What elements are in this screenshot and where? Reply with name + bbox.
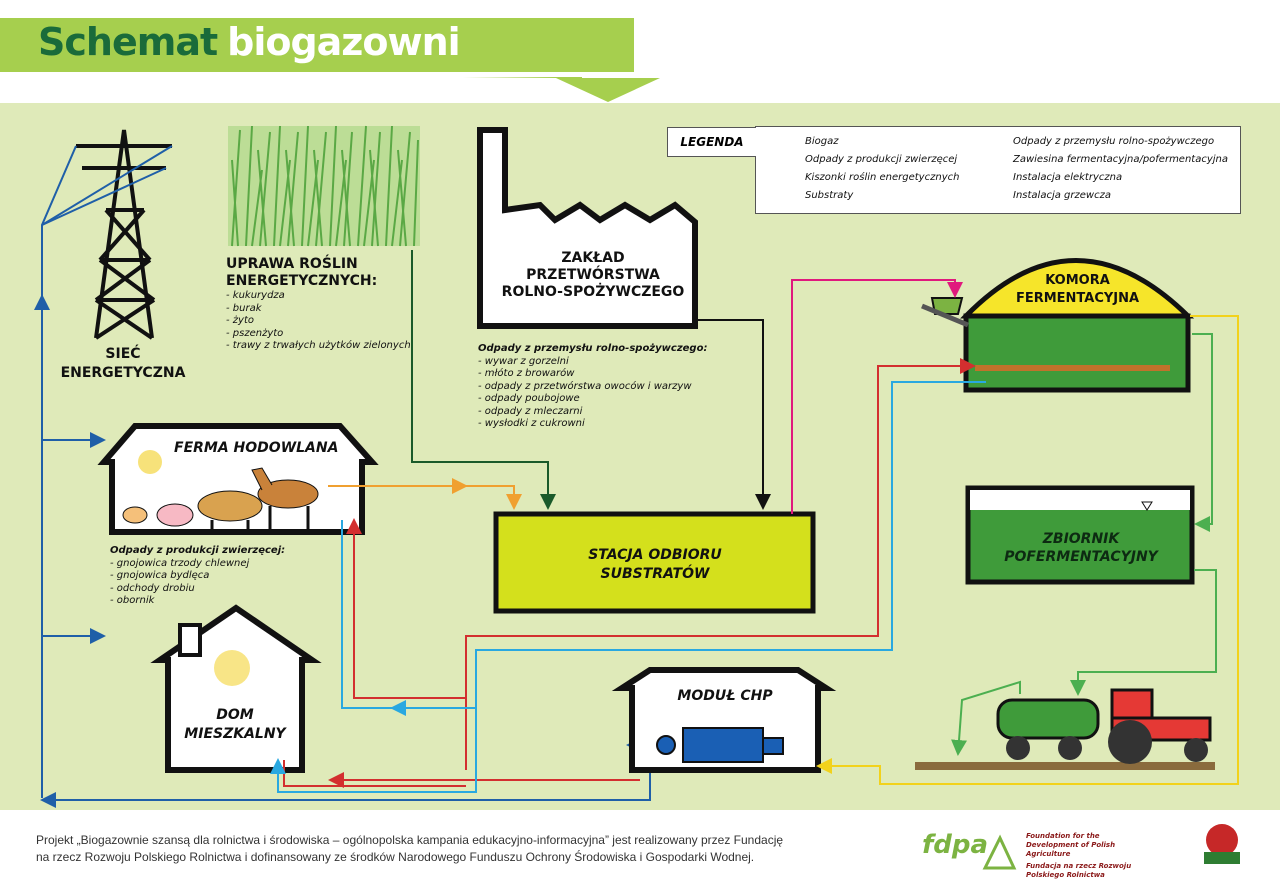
house-chimney [178, 623, 202, 657]
factory-label: ZAKŁAD PRZETWÓRSTWA ROLNO-SPOŻYWCZEGO [501, 250, 685, 300]
factory-waste-heading: Odpady z przemysłu rolno-spożywczego: [478, 343, 708, 354]
tank-headspace [970, 490, 1190, 510]
factory-waste-item: - wysłodki z cukrowni [478, 418, 585, 429]
crops-item: - trawy z trwałych użytków zielonych [226, 340, 411, 351]
title-bar [0, 18, 634, 72]
crops-item: - pszenżyto [226, 327, 284, 339]
tank-label: ZBIORNIK POFERMENTACYJNY [1004, 531, 1158, 565]
footer-line-2: na rzecz Rozwoju Polskiego Rolnictwa i d… [36, 850, 755, 864]
crops-list: - kukurydza - burak - żyto - pszenżyto -… [226, 290, 411, 353]
animal-waste-list: Odpady z produkcji zwierzęcej: - gnojowi… [110, 545, 285, 608]
legend-item: Biogaz [805, 136, 839, 147]
animal-waste-heading: Odpady z produkcji zwierzęcej: [110, 545, 286, 556]
legend-item: Odpady z produkcji zwierzęcej [805, 154, 958, 165]
power-pylon-icon [76, 129, 172, 340]
title-part1: Schemat [38, 20, 218, 64]
footer-text: Projekt „Biogazownie szansą dla rolnictw… [36, 832, 783, 866]
crops-item: - burak [226, 302, 262, 314]
title-part2: biogazowni [227, 20, 461, 64]
animal-waste-item: - obornik [110, 595, 155, 606]
factory-waste-item: - odpady z mleczarni [478, 405, 583, 417]
chp-label: MODUŁ CHP [677, 688, 773, 704]
crops-item: - kukurydza [226, 290, 285, 301]
legend-title: LEGENDA [667, 127, 756, 157]
fdpa-logo: fdpa [922, 830, 989, 860]
legend-item: Instalacja elektryczna [1013, 172, 1123, 183]
foundation-name-en: Foundation for the Development of Polish… [1026, 832, 1116, 858]
animal-waste-item: - gnojowica bydlęca [110, 570, 210, 581]
title-arrow [0, 18, 660, 102]
factory-waste-list: Odpady z przemysłu rolno-spożywczego: - … [478, 343, 707, 431]
feeder-icon [921, 297, 969, 328]
level-indicator-icon [1141, 501, 1153, 511]
factory-waste-item: - wywar z gorzelni [478, 355, 569, 367]
house-label: DOM MIESZKALNY [184, 707, 286, 742]
chp-engine-icon [656, 727, 784, 763]
crops-item: - żyto [226, 315, 254, 326]
chamber-label: KOMORA FERMENTACYJNA [1015, 273, 1140, 306]
legend-box [755, 126, 1241, 214]
legend-item: Instalacja grzewcza [1013, 190, 1111, 201]
crops-field-icon [228, 125, 420, 247]
factory-waste-item: - odpady poubojowe [478, 393, 580, 404]
legend-item: Substraty [805, 190, 854, 201]
animals-icon [122, 450, 319, 530]
fdpa-logo-icon [982, 834, 1017, 870]
chamber-tank [963, 313, 1191, 393]
chamber-heater [975, 365, 1170, 371]
grid-label: SIEĆ ENERGETYCZNA [60, 346, 186, 381]
crops-label: UPRAWA ROŚLIN ENERGETYCZNYCH: [226, 256, 378, 289]
station-label: STACJA ODBIORU SUBSTRATÓW [588, 547, 722, 582]
factory-waste-item: - odpady z przetwórstwa owoców i warzyw [478, 380, 692, 392]
farm-label: FERMA HODOWLANA [174, 440, 339, 456]
station-box [493, 511, 816, 614]
legend-item: Kiszonki roślin energetycznych [805, 172, 960, 183]
footer-line-1: Projekt „Biogazownie szansą dla rolnictw… [36, 833, 784, 847]
chamber-dome [960, 258, 1195, 319]
fundacja-logo-icon [1206, 824, 1238, 856]
foundation-logo-text: Foundation for the Development of Polish… [1026, 832, 1146, 880]
bulb-farm-icon [138, 450, 162, 474]
animal-waste-item: - odchody drobiu [110, 582, 195, 594]
legend-item: Zawiesina fermentacyjna/pofermentacyjna [1013, 154, 1229, 165]
factory-outline [477, 127, 698, 329]
fundacja-logo-base [1204, 852, 1240, 864]
tractor-icon [915, 688, 1215, 770]
title-divider [0, 72, 584, 77]
foundation-name-pl: Fundacja na rzecz Rozwoju Polskiego Roln… [1026, 862, 1132, 879]
factory-waste-item: - młóto z browarów [478, 368, 575, 379]
legend-item: Odpady z przemysłu rolno-spożywczego [1013, 136, 1215, 147]
animal-waste-item: - gnojowica trzody chlewnej [110, 557, 250, 569]
bulb-house-icon [214, 650, 250, 686]
